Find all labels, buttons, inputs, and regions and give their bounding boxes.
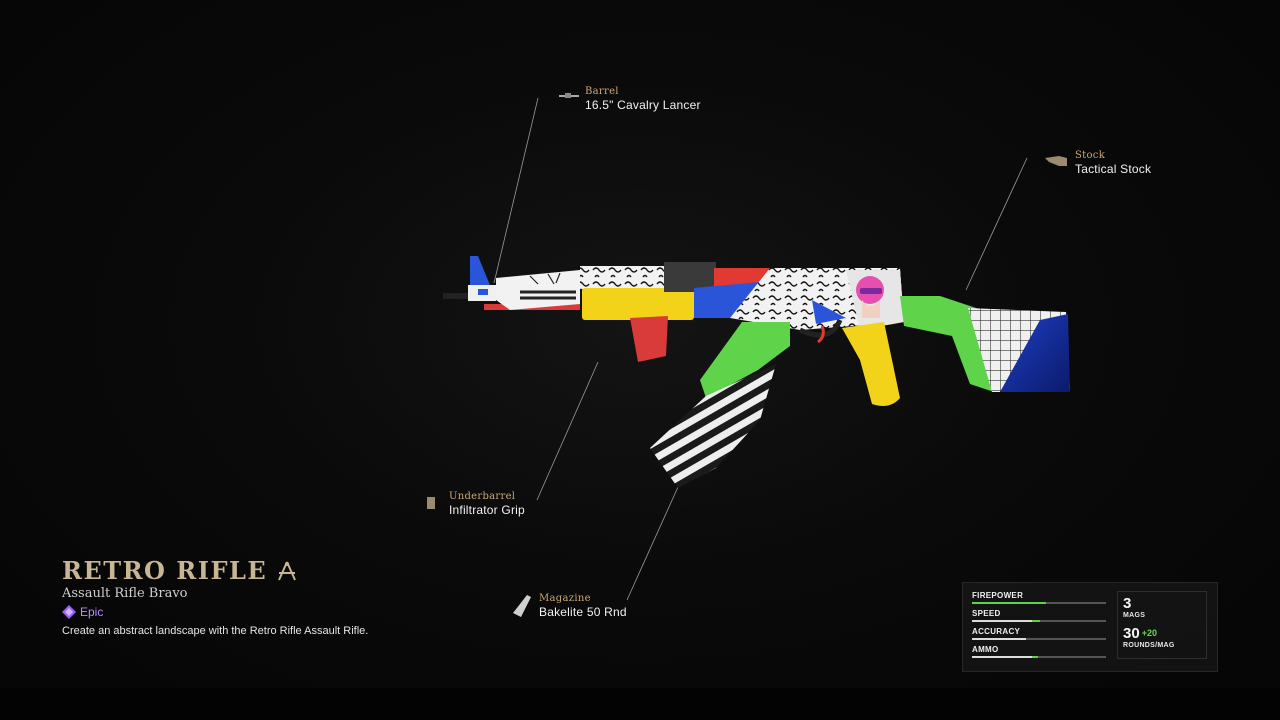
pistol-grip <box>842 322 900 406</box>
attachment-underbarrel[interactable]: Underbarrel Infiltrator Grip <box>427 491 525 517</box>
stat-bar <box>972 656 1033 658</box>
trigger <box>817 325 825 344</box>
ammo-summary: 3 MAGS 30+20 ROUNDS/MAG <box>1117 591 1207 659</box>
grip-icon <box>427 497 435 509</box>
stat-label: FIREPOWER <box>972 591 1024 600</box>
underbarrel-attachment-name: Infiltrator Grip <box>449 503 525 517</box>
stock-attachment-name: Tactical Stock <box>1075 162 1152 176</box>
stat-label: SPEED <box>972 609 1001 618</box>
attachment-barrel[interactable]: Barrel 16.5" Cavalry Lancer <box>559 86 701 112</box>
rounds-per-mag: 30+20 ROUNDS/MAG <box>1123 626 1175 650</box>
stat-bar <box>972 602 1046 604</box>
barrel-slot-label: Barrel <box>585 86 619 97</box>
rarity-badge: Epic <box>62 604 368 620</box>
mags-count: 3 MAGS <box>1123 596 1145 620</box>
attachment-magazine[interactable]: Magazine Bakelite 50 Rnd <box>513 593 627 619</box>
magazine-slot-label: Magazine <box>539 593 591 604</box>
magazine-icon <box>513 595 531 617</box>
rounds-label: ROUNDS/MAG <box>1123 642 1175 649</box>
handguard <box>496 270 580 310</box>
mags-label: MAGS <box>1123 612 1146 619</box>
stat-bar <box>972 620 1033 622</box>
lower-handguard <box>582 288 694 320</box>
stat-bonus-bar <box>1032 656 1038 658</box>
underbarrel-leader-line <box>536 361 599 501</box>
underbarrel-slot-label: Underbarrel <box>449 491 516 502</box>
mags-value: 3 <box>1123 595 1132 612</box>
stat-accuracy: ACCURACY <box>972 627 1106 640</box>
stat-speed: SPEED <box>972 609 1106 622</box>
stats-panel: FIREPOWER SPEED ACCURACY AMMO 3 MAGS 30+… <box>962 582 1218 672</box>
weapon-name: RETRO RIFLE <box>62 556 268 585</box>
magazine-attachment-name: Bakelite 50 Rnd <box>539 605 627 619</box>
weapon-class: Assault Rifle Bravo <box>62 586 188 601</box>
trigger-guard <box>798 318 843 338</box>
weapon-description: Create an abstract landscape with the Re… <box>62 625 369 637</box>
rounds-value: 30 <box>1123 625 1140 642</box>
magazine-top <box>700 322 790 398</box>
compass-emblem-icon <box>278 561 297 581</box>
attachment-stock[interactable]: Stock Tactical Stock <box>1045 150 1152 176</box>
magazine-leader-line <box>626 486 679 601</box>
stat-bonus-bar <box>1032 620 1041 622</box>
barrel-leader-line <box>493 97 539 284</box>
upper-handguard <box>580 266 664 290</box>
stat-label: AMMO <box>972 645 999 654</box>
muzzle <box>443 293 483 299</box>
epic-gem-icon <box>62 605 76 619</box>
infiltrator-grip <box>630 316 668 362</box>
bottom-bar <box>0 688 1280 720</box>
magazine <box>650 364 776 488</box>
barrel-icon <box>559 93 579 98</box>
weapon-info: RETRO RIFLE Assault Rifle Bravo Epic Cre… <box>62 556 368 638</box>
rounds-bonus: +20 <box>1141 628 1157 638</box>
weapon-title: RETRO RIFLE <box>62 556 368 586</box>
stat-firepower: FIREPOWER <box>972 591 1106 604</box>
stat-bar <box>972 638 1026 640</box>
stat-label: ACCURACY <box>972 627 1021 636</box>
barrel-attachment-name: 16.5" Cavalry Lancer <box>585 98 701 112</box>
stat-ammo: AMMO <box>972 645 1106 658</box>
stock-leader-line <box>965 157 1028 291</box>
stock-slot-label: Stock <box>1075 150 1106 161</box>
rarity-label: Epic <box>80 605 104 619</box>
stock-icon <box>1045 156 1067 166</box>
